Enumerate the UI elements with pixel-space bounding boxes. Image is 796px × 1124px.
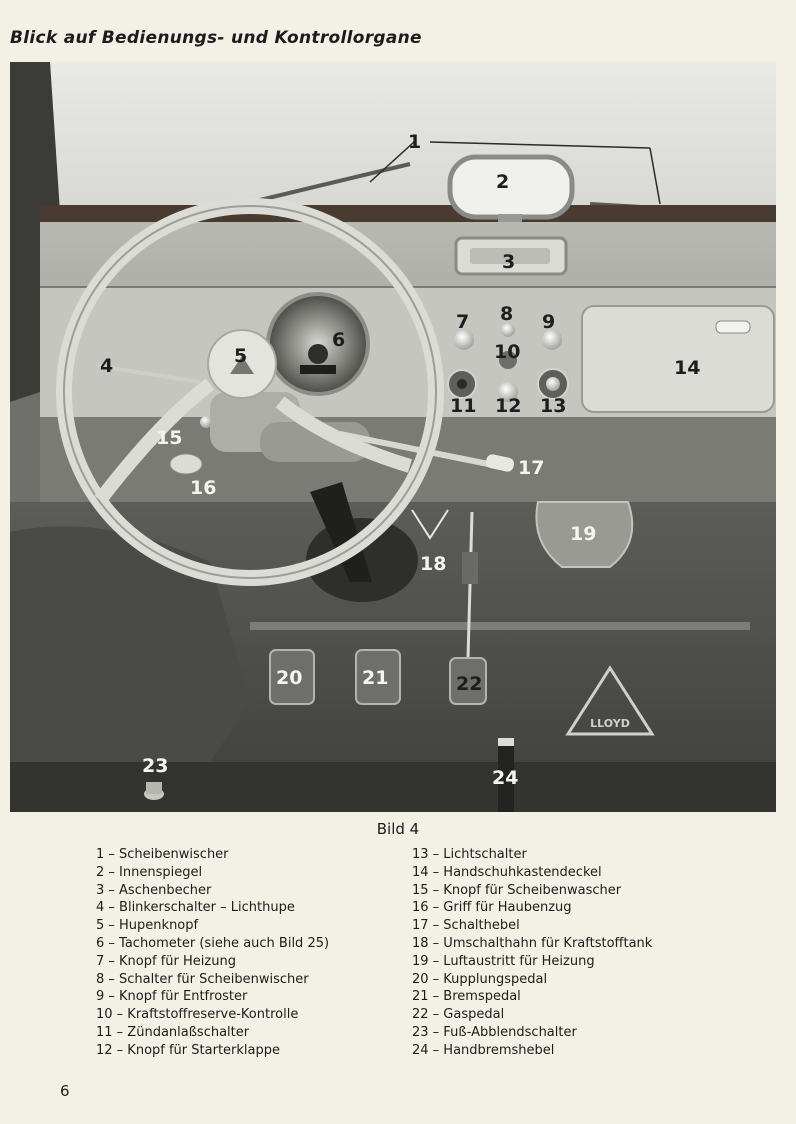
callout-20: 20 bbox=[276, 667, 302, 689]
badge-text: LLOYD bbox=[590, 717, 630, 730]
legend-item: 17 – Schalthebel bbox=[412, 918, 520, 934]
legend-item: 19 – Luftaustritt für Heizung bbox=[412, 953, 595, 969]
gas-pedal bbox=[449, 657, 487, 705]
callout-24: 24 bbox=[492, 767, 518, 789]
legend-right: 13 – Lichtschalter 14 – Handschuhkastend… bbox=[412, 846, 652, 1060]
legend-left: 1 – Scheibenwischer 2 – Innenspiegel 3 –… bbox=[96, 846, 329, 1060]
callout-13: 13 bbox=[540, 395, 566, 417]
legend-item: 12 – Knopf für Starterklappe bbox=[96, 1042, 280, 1058]
legend-item: 15 – Knopf für Scheibenwascher bbox=[412, 882, 622, 898]
brake-pedal bbox=[355, 649, 401, 705]
callout-15: 15 bbox=[156, 427, 182, 449]
choke-knob bbox=[498, 382, 518, 402]
legend-item: 18 – Umschalthahn für Kraftstofftank bbox=[412, 935, 653, 951]
rear-view-mirror bbox=[447, 154, 575, 220]
legend-item: 20 – Kupplungspedal bbox=[412, 971, 548, 987]
callout-18: 18 bbox=[420, 553, 446, 575]
callout-2: 2 bbox=[496, 171, 509, 193]
legend-item: 4 – Blinkerschalter – Lichthupe bbox=[96, 900, 295, 916]
legend-item: 9 – Knopf für Entfroster bbox=[96, 989, 248, 1005]
page-title: Blick auf Bedienungs- und Kontrollorgane bbox=[10, 28, 422, 48]
legend-item: 2 – Innenspiegel bbox=[96, 864, 203, 880]
legend-item: 5 – Hupenknopf bbox=[96, 918, 199, 934]
figure-caption: Bild 4 bbox=[376, 820, 420, 838]
legend-item: 22 – Gaspedal bbox=[412, 1007, 505, 1023]
wiper-left bbox=[259, 162, 411, 202]
callout-10: 10 bbox=[494, 341, 520, 363]
legend-item: 11 – Zündanlaßschalter bbox=[96, 1024, 250, 1040]
callout-22: 22 bbox=[456, 673, 482, 695]
legend-item: 1 – Scheibenwischer bbox=[96, 847, 229, 862]
legend-item: 14 – Handschuhkastendeckel bbox=[412, 864, 602, 880]
callout-5: 5 bbox=[234, 345, 247, 367]
legend-item: 7 – Knopf für Heizung bbox=[96, 953, 236, 969]
lloyd-badge bbox=[565, 665, 655, 736]
callout-14: 14 bbox=[674, 357, 700, 379]
page-number: 6 bbox=[60, 1082, 70, 1100]
callout-7: 7 bbox=[456, 311, 469, 333]
legend-item: 16 – Griff für Haubenzug bbox=[412, 900, 572, 916]
fuel-reserve-lamp bbox=[499, 351, 517, 369]
washer-knob bbox=[200, 416, 212, 428]
legend-item: 23 – Fuß-Abblendschalter bbox=[412, 1024, 577, 1040]
legend-item: 6 – Tachometer (siehe auch Bild 25) bbox=[96, 935, 330, 951]
callout-19: 19 bbox=[570, 523, 596, 545]
wiper-switch bbox=[501, 323, 515, 337]
callout-9: 9 bbox=[542, 311, 555, 333]
callout-16: 16 bbox=[190, 477, 216, 499]
defroster-knob bbox=[542, 330, 562, 350]
heater-outlet bbox=[535, 501, 634, 568]
handbrake-lever bbox=[498, 742, 514, 812]
callout-1: 1 bbox=[408, 131, 421, 153]
legend-item: 3 – Aschenbecher bbox=[96, 882, 212, 898]
legend-item: 21 – Bremspedal bbox=[412, 989, 521, 1005]
hood-release bbox=[169, 453, 203, 475]
callout-4: 4 bbox=[100, 355, 113, 377]
clutch-pedal bbox=[269, 649, 315, 705]
legend-item: 10 – Kraftstoffreserve-Kontrolle bbox=[96, 1007, 299, 1023]
callout-21: 21 bbox=[362, 667, 388, 689]
heater-knob bbox=[454, 330, 474, 350]
callout-12: 12 bbox=[495, 395, 521, 417]
legend-item: 24 – Handbremshebel bbox=[412, 1042, 555, 1058]
callout-23: 23 bbox=[142, 755, 168, 777]
dashboard-photo: LLOYD 1 2 3 4 5 6 7 8 9 bbox=[10, 62, 776, 812]
callout-6: 6 bbox=[332, 329, 345, 351]
callout-8: 8 bbox=[500, 303, 513, 325]
callout-11: 11 bbox=[450, 395, 476, 417]
callout-17: 17 bbox=[518, 457, 544, 479]
legend-item: 8 – Schalter für Scheibenwischer bbox=[96, 971, 309, 987]
legend-item: 13 – Lichtschalter bbox=[412, 847, 527, 862]
callout-3: 3 bbox=[502, 251, 515, 273]
